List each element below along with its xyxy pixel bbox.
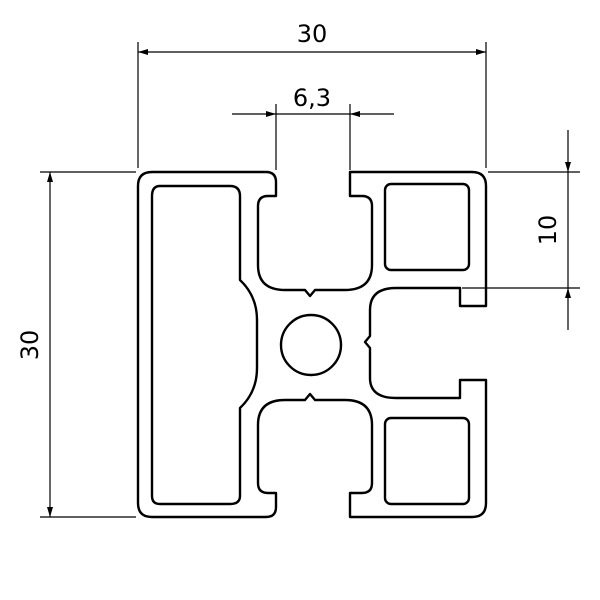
center-bore <box>279 313 343 377</box>
outer-contour <box>136 170 488 519</box>
profile-outline <box>136 170 488 519</box>
lower-right-chamber <box>383 416 471 506</box>
extension-lines <box>40 42 580 518</box>
overall-height-label: 30 <box>16 330 44 361</box>
slot-offset-label: 10 <box>534 215 562 246</box>
overall-width-label: 30 <box>297 20 328 48</box>
left-inner-chamber <box>150 184 259 506</box>
upper-right-chamber <box>383 182 471 272</box>
slot-width-label: 6,3 <box>293 84 331 112</box>
dimension-lines <box>47 49 571 517</box>
